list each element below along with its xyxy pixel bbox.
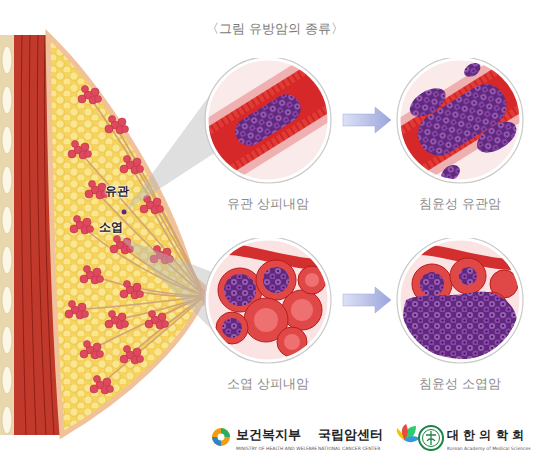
- stage-label: 침윤성 소엽암: [395, 376, 525, 392]
- logo-text: 국립암센터: [318, 427, 383, 443]
- logo-text: 대 한 의 학 회: [447, 428, 524, 442]
- circle-halo: [399, 59, 521, 181]
- circle-halo: [207, 239, 329, 361]
- circle-outline: [203, 58, 333, 218]
- logo-subtext: NATIONAL CANCER CENTER: [318, 446, 380, 451]
- circle-rim: [397, 58, 523, 183]
- circle-outline: [203, 238, 333, 398]
- stage-circle-node: 침윤성 유관암: [395, 58, 525, 218]
- part-label: 유관: [105, 184, 129, 198]
- stage-circle-node: 침윤성 소엽암: [395, 238, 525, 398]
- circle-rim: [205, 58, 331, 183]
- stage-label: 침윤성 유관암: [395, 196, 525, 212]
- part-label: 소엽: [99, 220, 123, 234]
- stage-label: 유관 상피내암: [203, 196, 333, 212]
- stage-label: 소엽 상피내암: [203, 376, 333, 392]
- circle-halo: [399, 239, 521, 361]
- logo-subtext: MINISTRY OF HEALTH AND WELFARE: [236, 446, 317, 451]
- progression-arrow: [343, 287, 391, 313]
- circle-halo: [207, 59, 329, 181]
- diagram-title: 〈그림 유방암의 종류〉: [170, 20, 380, 38]
- logo-subtext: Korean Academy of Medical Sciences: [447, 446, 531, 451]
- progression-arrow: [343, 107, 391, 133]
- circle-outline: [395, 238, 525, 398]
- circle-outline: [395, 58, 525, 218]
- circle-rim: [205, 238, 331, 363]
- stage-circle-node: 소엽 상피내암: [203, 238, 333, 398]
- logo-text: 보건복지부: [236, 427, 301, 443]
- circle-rim: [397, 238, 523, 363]
- stage-circle-node: 유관 상피내암: [203, 58, 333, 218]
